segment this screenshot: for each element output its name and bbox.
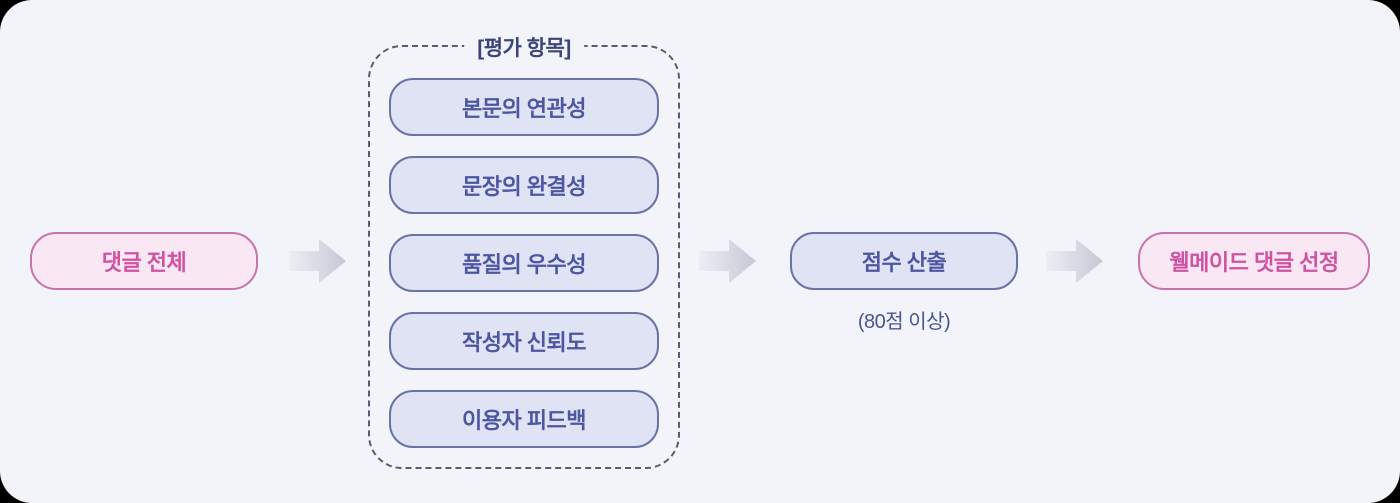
evaluation-item-label: 문장의 완결성: [461, 174, 587, 199]
evaluation-group-title: [평가 항목]: [464, 32, 584, 62]
evaluation-item-label: 품질의 우수성: [461, 252, 587, 277]
evaluation-item-completeness: 문장의 완결성: [389, 156, 659, 214]
evaluation-item-relevance: 본문의 연관성: [389, 78, 659, 136]
node-score-calculation-label: 점수 산출: [861, 250, 947, 275]
score-threshold-note: (80점 이상): [857, 311, 951, 333]
node-comments-all: 댓글 전체: [30, 232, 258, 290]
node-wellmade-comment-selection: 웰메이드 댓글 선정: [1138, 232, 1370, 290]
node-comments-all-label: 댓글 전체: [101, 250, 187, 275]
evaluation-item-label: 작성자 신뢰도: [461, 330, 587, 355]
node-wellmade-comment-selection-label: 웰메이드 댓글 선정: [1169, 250, 1339, 275]
evaluation-item-label: 본문의 연관성: [461, 96, 587, 121]
flow-arrow-icon: [1046, 239, 1103, 283]
flow-arrow-icon: [699, 239, 756, 283]
node-score-calculation: 점수 산출: [790, 232, 1018, 290]
evaluation-item-quality: 품질의 우수성: [389, 234, 659, 292]
evaluation-item-label: 이용자 피드백: [461, 408, 587, 433]
evaluation-item-user-feedback: 이용자 피드백: [389, 390, 659, 448]
flow-arrow-icon: [289, 239, 346, 283]
evaluation-criteria-group: [평가 항목] 본문의 연관성 문장의 완결성 품질의 우수성 작성자 신뢰도 …: [368, 32, 680, 469]
evaluation-item-author-trust: 작성자 신뢰도: [389, 312, 659, 370]
